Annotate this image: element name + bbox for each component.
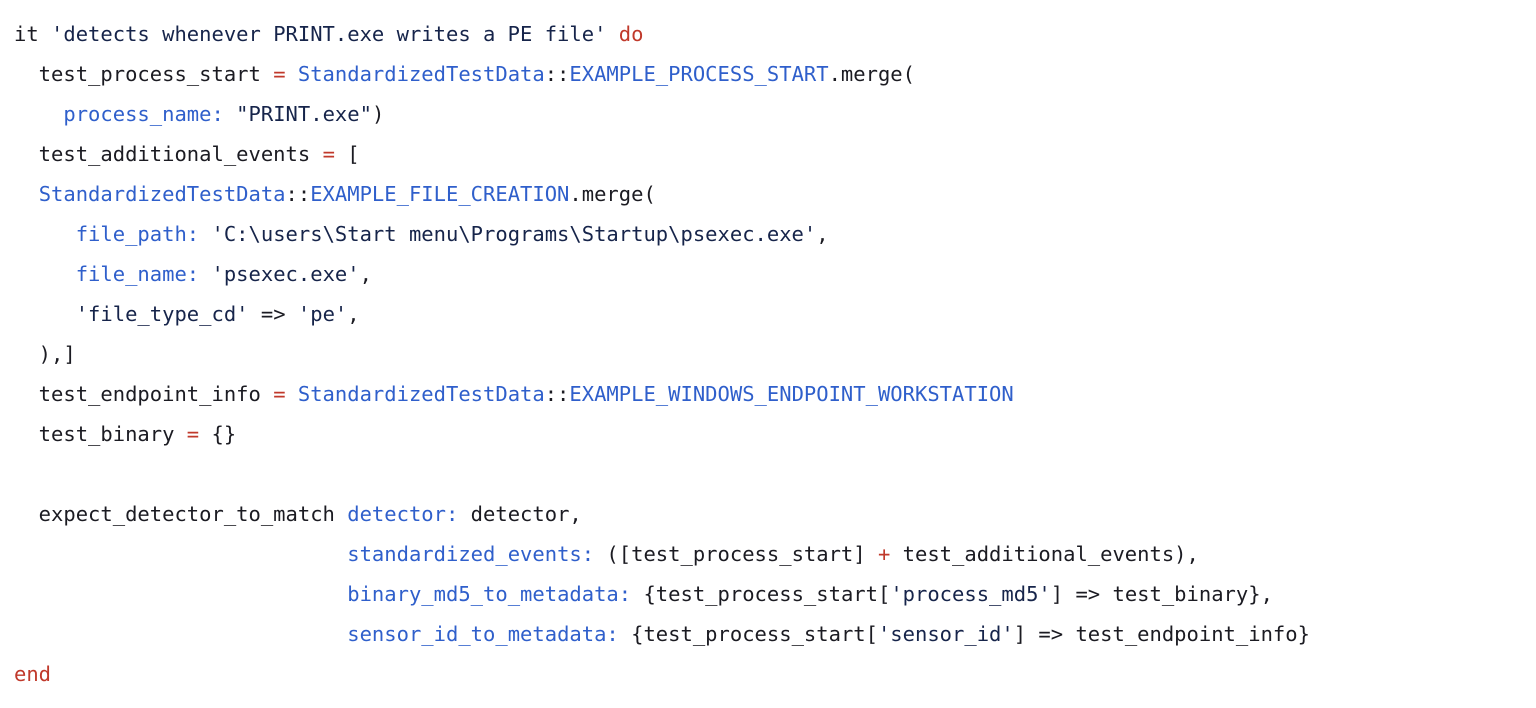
token-symbol: detector: — [347, 502, 459, 526]
code-line: binary_md5_to_metadata: {test_process_st… — [14, 574, 1536, 614]
token-string: 'sensor_id' — [877, 622, 1014, 646]
code-line: StandardizedTestData::EXAMPLE_FILE_CREAT… — [14, 174, 1536, 214]
token-plain — [14, 182, 39, 206]
token-plain: test_endpoint_info — [14, 382, 274, 406]
token-const: StandardizedTestData — [297, 62, 545, 86]
token-symbol: file_name: — [75, 262, 200, 286]
token-plain: test_process_start — [14, 62, 274, 86]
token-plain: => — [248, 302, 298, 326]
token-string: 'C:\users\Start menu\Programs\Startup\ps… — [211, 222, 817, 246]
code-line: ),] — [14, 334, 1536, 374]
token-string: "PRINT.exe" — [236, 102, 372, 126]
token-plain: .merge( — [828, 62, 915, 86]
token-plain — [14, 542, 347, 566]
code-line: sensor_id_to_metadata: {test_process_sta… — [14, 614, 1536, 654]
token-symbol: sensor_id_to_metadata: — [347, 622, 619, 646]
token-plain — [14, 302, 76, 326]
token-plain: test_additional_events — [14, 142, 323, 166]
token-plain: ] => test_binary}, — [1050, 582, 1273, 606]
token-plain — [14, 582, 347, 606]
token-plain: {test_process_start[ — [631, 582, 891, 606]
token-operator: = — [186, 422, 200, 446]
token-plain — [14, 262, 76, 286]
token-string: 'detects whenever PRINT.exe writes a PE … — [51, 22, 607, 46]
token-plain — [14, 222, 76, 246]
code-line: 'file_type_cd' => 'pe', — [14, 294, 1536, 334]
code-line: process_name: "PRINT.exe") — [14, 94, 1536, 134]
code-line: it 'detects whenever PRINT.exe writes a … — [14, 14, 1536, 54]
token-keyword: do — [618, 22, 644, 46]
token-symbol: file_path: — [75, 222, 200, 246]
code-line — [14, 454, 1536, 494]
code-line: test_process_start = StandardizedTestDat… — [14, 54, 1536, 94]
code-line: expect_detector_to_match detector: detec… — [14, 494, 1536, 534]
token-plain: {test_process_start[ — [618, 622, 878, 646]
token-const: EXAMPLE_FILE_CREATION — [310, 182, 570, 206]
token-plain: test_additional_events), — [890, 542, 1199, 566]
token-plain: ),] — [14, 342, 76, 366]
token-operator: = — [273, 382, 286, 406]
token-operator: = — [322, 142, 335, 166]
token-plain: ] => test_endpoint_info} — [1013, 622, 1310, 646]
token-plain: it — [14, 22, 52, 46]
token-plain: , — [816, 222, 829, 246]
token-plain: ) — [371, 102, 385, 126]
token-plain: :: — [544, 62, 570, 86]
code-line: end — [14, 654, 1536, 694]
token-plain: test_binary — [14, 422, 187, 446]
token-operator: + — [877, 542, 891, 566]
token-const: StandardizedTestData — [38, 182, 286, 206]
token-plain: [ — [334, 142, 360, 166]
token-plain — [224, 102, 236, 126]
token-plain: , — [347, 302, 360, 326]
token-plain — [14, 622, 347, 646]
token-operator: = — [273, 62, 286, 86]
token-plain — [286, 382, 298, 406]
token-const: EXAMPLE_WINDOWS_ENDPOINT_WORKSTATION — [569, 382, 1014, 406]
token-plain — [199, 222, 211, 246]
token-string: 'process_md5' — [890, 582, 1051, 606]
token-plain: expect_detector_to_match — [14, 502, 348, 526]
token-plain: detector, — [458, 502, 582, 526]
code-line: test_endpoint_info = StandardizedTestDat… — [14, 374, 1536, 414]
token-symbol: binary_md5_to_metadata: — [347, 582, 632, 606]
token-string: 'pe' — [297, 302, 348, 326]
code-line: standardized_events: ([test_process_star… — [14, 534, 1536, 574]
token-plain: :: — [285, 182, 311, 206]
code-line: file_path: 'C:\users\Start menu\Programs… — [14, 214, 1536, 254]
token-symbol: standardized_events: — [347, 542, 595, 566]
token-plain: ([test_process_start] — [594, 542, 878, 566]
token-plain: {} — [199, 422, 237, 446]
token-plain: .merge( — [569, 182, 656, 206]
code-line: file_name: 'psexec.exe', — [14, 254, 1536, 294]
token-string: 'file_type_cd' — [75, 302, 249, 326]
token-plain: , — [359, 262, 372, 286]
token-string: 'psexec.exe' — [211, 262, 360, 286]
token-const: StandardizedTestData — [297, 382, 545, 406]
token-symbol: process_name: — [63, 102, 224, 126]
token-plain — [199, 262, 211, 286]
token-keyword: end — [14, 662, 52, 686]
token-const: EXAMPLE_PROCESS_START — [569, 62, 829, 86]
token-plain — [606, 22, 618, 46]
code-line: test_additional_events = [ — [14, 134, 1536, 174]
token-plain: :: — [544, 382, 570, 406]
token-plain — [14, 102, 63, 126]
token-plain — [286, 62, 298, 86]
code-line: test_binary = {} — [14, 414, 1536, 454]
